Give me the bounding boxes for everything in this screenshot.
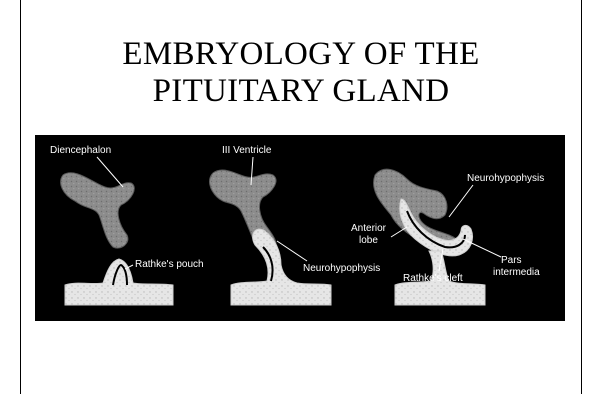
label-diencephalon: Diencephalon	[50, 145, 111, 156]
panel-3-stage-late: Neurohypophysis Anterior lobe Pars inter…	[351, 169, 544, 305]
pointer-diencephalon	[97, 157, 123, 187]
label-anterior-lobe-line-1: Anterior	[351, 223, 387, 234]
label-rathkes-pouch: Rathke's pouch	[135, 259, 204, 270]
embryology-diagram: Diencephalon Rathke's pouch III Ventricl…	[35, 135, 565, 321]
label-neurohypophysis-middle: Neurohypophysis	[303, 263, 380, 274]
pointer-neurohypophysis-right	[449, 185, 473, 217]
label-pars-intermedia-line-2: intermedia	[493, 267, 540, 278]
pointer-neurohypophysis-middle	[277, 241, 307, 261]
title-line-2: PITUITARY GLAND	[21, 73, 581, 110]
embryology-figure: Diencephalon Rathke's pouch III Ventricl…	[35, 135, 565, 321]
label-neurohypophysis-right: Neurohypophysis	[467, 173, 544, 184]
label-pars-intermedia-line-1: Pars	[501, 255, 522, 266]
pointer-anterior-lobe	[391, 227, 407, 237]
title-line-1: EMBRYOLOGY OF THE	[21, 36, 581, 73]
label-rathkes-cleft: Rathke's cleft	[403, 273, 463, 284]
slide-title: EMBRYOLOGY OF THE PITUITARY GLAND	[21, 36, 581, 110]
label-iii-ventricle: III Ventricle	[222, 145, 272, 156]
diencephalon-shape-1	[61, 173, 135, 248]
label-anterior-lobe-line-2: lobe	[359, 235, 378, 246]
panel-1-stage-early: Diencephalon Rathke's pouch	[50, 145, 204, 305]
